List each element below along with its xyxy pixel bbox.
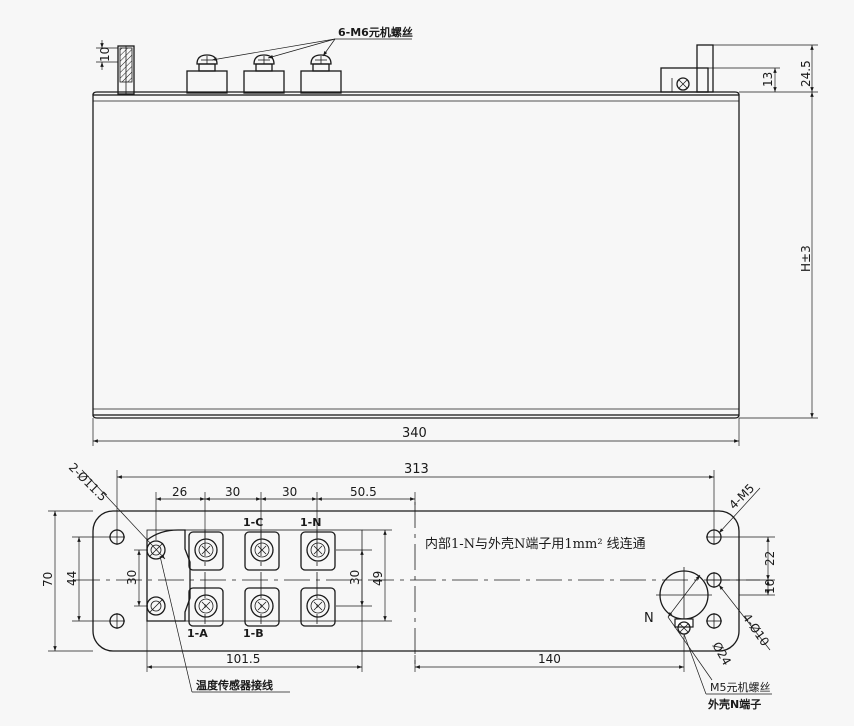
svg-text:313: 313	[404, 462, 429, 477]
dim-block-right: 30 49	[336, 529, 392, 622]
dim-right-column: 13 24.5 H±3	[708, 44, 818, 419]
svg-text:2-Ø11.5: 2-Ø11.5	[66, 460, 110, 504]
mount-hole-right-top	[706, 529, 722, 545]
capacitor-body	[92, 94, 740, 416]
dim-right-holes: 22 10	[722, 536, 777, 596]
dim-left-column: 70 44 30	[41, 510, 148, 652]
terminal-block	[146, 529, 363, 627]
screw-1a	[194, 594, 218, 618]
label-1c: 1-C	[243, 516, 263, 529]
screw-2c	[250, 538, 274, 562]
svg-text:H±3: H±3	[799, 245, 813, 272]
dim-bottom-chain: 101.5 140	[146, 621, 685, 672]
label-1a: 1-A	[187, 627, 208, 640]
plan-view: 1-C 1-N 1-A 1-B N 内部1-N与外壳N端子用1mm² 线连通 3…	[41, 460, 777, 711]
screw-3b	[306, 594, 330, 618]
callout-temp-sensor: 温度传感器接线	[159, 555, 290, 693]
svg-text:M5元机螺丝: M5元机螺丝	[710, 680, 771, 694]
dim-width-340: 340	[92, 418, 740, 446]
mount-hole-right-bottom	[706, 613, 722, 629]
svg-text:Ø24: Ø24	[709, 640, 733, 668]
dim-chain-top: 26 30 30 50.5	[155, 485, 416, 540]
svg-text:340: 340	[402, 426, 427, 441]
svg-text:10: 10	[98, 47, 112, 62]
screw-3c	[306, 538, 330, 562]
svg-text:22: 22	[763, 551, 777, 566]
mount-hole-left-bottom	[109, 613, 125, 629]
screw-1c	[194, 538, 218, 562]
svg-text:外壳N端子: 外壳N端子	[707, 697, 761, 711]
sensor-hole-bottom	[146, 596, 166, 616]
svg-text:44: 44	[65, 571, 79, 586]
right-bracket	[660, 44, 714, 93]
svg-text:50.5: 50.5	[350, 485, 377, 499]
screw-callout: 6-M6元机螺丝	[211, 25, 413, 61]
callout-n-screw: M5元机螺丝 外壳N端子	[683, 633, 772, 711]
dim-313: 313	[116, 462, 715, 530]
svg-text:13: 13	[761, 72, 775, 87]
svg-text:温度传感器接线: 温度传感器接线	[196, 678, 273, 692]
svg-text:26: 26	[172, 485, 187, 499]
dim-top-left: 10	[98, 40, 112, 70]
base-plate	[92, 510, 740, 652]
terminal-2	[243, 54, 285, 94]
svg-text:30: 30	[282, 485, 297, 499]
svg-text:30: 30	[125, 570, 139, 585]
terminal-1	[186, 54, 228, 94]
connection-note: 内部1-N与外壳N端子用1mm² 线连通	[425, 536, 646, 552]
svg-text:24.5: 24.5	[799, 60, 813, 87]
label-1n: 1-N	[300, 516, 321, 529]
svg-text:10: 10	[763, 579, 777, 594]
n-terminal	[656, 567, 712, 635]
terminal-3	[300, 54, 342, 94]
svg-text:101.5: 101.5	[226, 652, 260, 666]
svg-text:30: 30	[348, 570, 362, 585]
screw-1b	[250, 594, 274, 618]
left-stud	[96, 45, 135, 95]
callout-right-m5: 4-M5	[718, 481, 761, 534]
screw-callout-text: 6-M6元机螺丝	[338, 25, 413, 39]
label-n: N	[644, 611, 654, 626]
svg-text:140: 140	[538, 652, 561, 666]
label-1b: 1-B	[243, 627, 264, 640]
svg-text:49: 49	[371, 571, 385, 586]
svg-text:70: 70	[41, 572, 55, 587]
front-view: 6-M6元机螺丝 10 13 24.5 H±3	[92, 25, 818, 446]
mount-hole-left-top	[109, 529, 125, 545]
mount-hole-right-mid	[706, 572, 722, 588]
svg-text:30: 30	[225, 485, 240, 499]
svg-text:4-Ø10: 4-Ø10	[740, 611, 773, 649]
